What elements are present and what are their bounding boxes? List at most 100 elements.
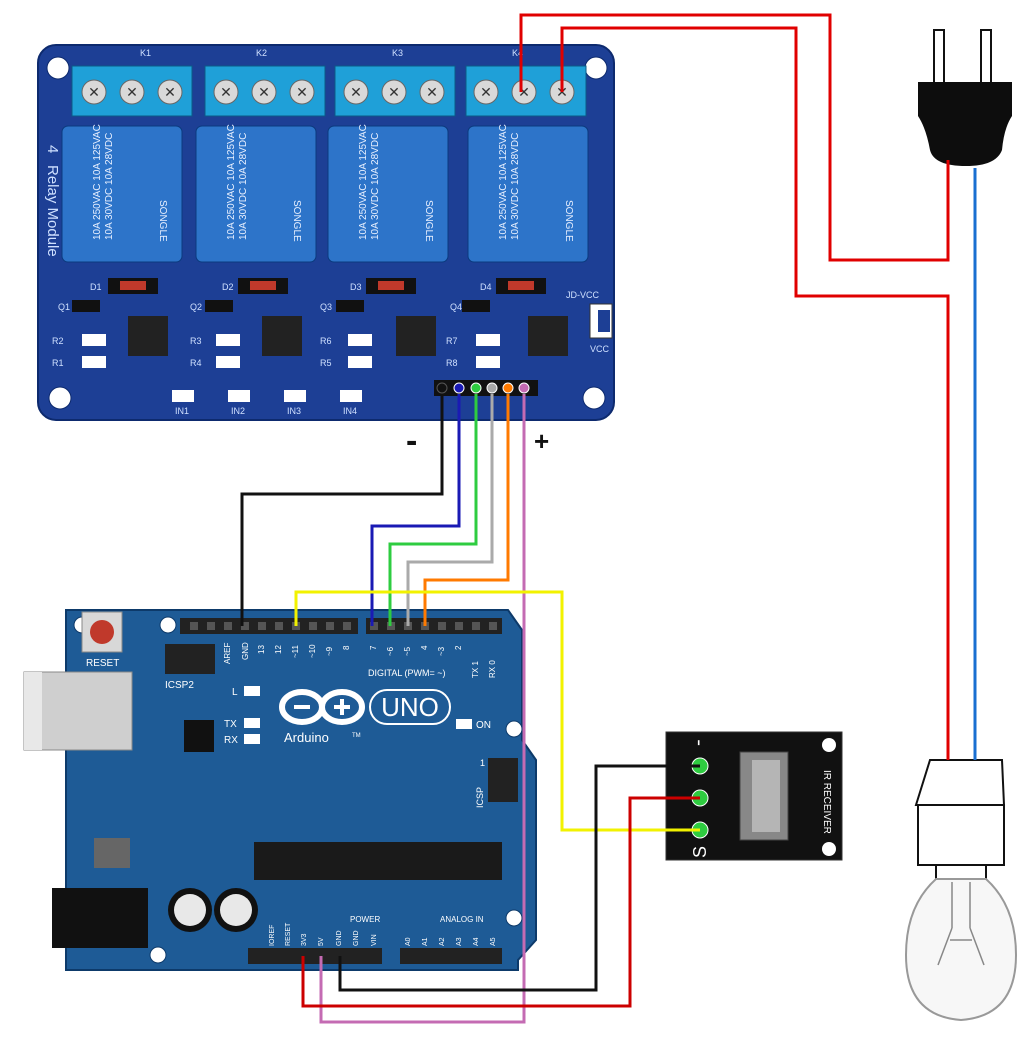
optocoupler [262,316,302,356]
plus-label: + [534,426,549,456]
optocoupler [528,316,568,356]
relay-spec: 10A 30VDC 10A 28VDC [510,133,521,240]
header-pin-in1[interactable] [453,382,465,394]
digital-header-right [366,618,502,634]
relay-label-k2: K2 [256,48,267,58]
indicator-led [340,390,362,402]
resistor-label: R6 [320,336,332,346]
relay-body [467,125,589,263]
pin-label: IOREF [269,925,276,946]
pin-label: A2 [439,937,446,946]
tm-label: TM [352,733,361,739]
relay-spec: 10A 250VAC 10A 125VAC [92,124,103,240]
minus-label: - [406,422,417,460]
led-label: TX [224,719,237,730]
header-pin-in4[interactable] [502,382,514,394]
analog-header [400,948,502,964]
chip-small [184,720,214,752]
header-pin-gnd[interactable] [436,382,448,394]
input-label-in4: IN4 [343,406,357,416]
pin-label: 8 [342,645,351,650]
header-pin-in2[interactable] [470,382,482,394]
power-label: POWER [350,915,380,924]
relay-label-k4: K4 [512,48,523,58]
jumper-block[interactable]: JD-VCC VCC [566,290,613,354]
icsp-header [488,758,518,802]
wire-relay-vcc [319,394,526,1024]
transistor-label: Q4 [450,302,462,312]
relay-brand: SONGLE [291,200,302,242]
arduino-board: RESET ICSP2 AREF GND 13 12 ~11 ~10 ~9 8 … [23,609,537,971]
reset-label: RESET [86,658,119,669]
svg-text:✕: ✕ [88,86,100,101]
svg-text:✕: ✕ [350,86,362,101]
relay-body [327,125,449,263]
resistor-label: R1 [52,358,64,368]
relay-spec: 10A 250VAC 10A 125VAC [358,124,369,240]
header-pin-vcc[interactable] [518,382,530,394]
relay-brand: SONGLE [157,200,168,242]
indicator-led [284,390,306,402]
relay-spec: 10A 30VDC 10A 28VDC [370,133,381,240]
screw-terminal [119,79,145,105]
pin-label: GND [336,930,343,946]
reset-button[interactable] [81,611,123,653]
relay-channel-2: K2 ✕ ✕ ✕ 10A 250VAC 10A 125VAC 10A 30VDC… [190,48,326,416]
relay-spec: 10A 250VAC 10A 125VAC [226,124,237,240]
pin-label: ~5 [403,646,412,656]
relay-module: 4 Relay Module K1 ✕ ✕ ✕ 10A 250VAC 10A 1… [37,44,615,460]
relay-spec: 10A 30VDC 10A 28VDC [238,133,249,240]
jumper-label-jdvcc: JD-VCC [566,290,599,300]
diode-label: D1 [90,282,102,292]
diode-label: D2 [222,282,234,292]
pin-label: GND [353,930,360,946]
pin-label: ~11 [291,644,300,658]
wire-ir-signal [294,590,700,832]
model-label: UNO [381,692,439,722]
relay-label-k3: K3 [392,48,403,58]
transistor-label: Q2 [190,302,202,312]
pin-label: ~10 [308,644,317,658]
led-on [456,719,472,729]
pin-label: VIN [371,934,378,946]
wire-mains-relay-common [519,13,950,262]
led-label: RX [224,735,238,746]
optocoupler [396,316,436,356]
pin-label: ~3 [437,646,446,656]
screw-terminal [157,79,183,105]
wire-relay-gnd [240,394,444,626]
pin-label: 3V3 [301,933,308,946]
diode-label: D3 [350,282,362,292]
header-pin-in3[interactable] [486,382,498,394]
indicator-led [172,390,194,402]
microcontroller [254,842,502,880]
optocoupler [128,316,168,356]
wires [240,13,977,1024]
resistor-label: R3 [190,336,202,346]
icsp2-header [165,644,215,674]
transistor-label: Q3 [320,302,332,312]
power-jack [52,888,148,948]
pin-label: A0 [405,937,412,946]
plug [918,29,1012,166]
light-bulb [904,759,1018,1022]
relay-label-k1: K1 [140,48,151,58]
pin-label: 4 [420,645,429,650]
digital-pins [190,622,497,630]
svg-text:✕: ✕ [556,86,568,101]
input-label-in3: IN3 [287,406,301,416]
relay-spec: 10A 30VDC 10A 28VDC [104,133,115,240]
indicator-led [228,390,250,402]
module-title-number: 4 [44,145,61,153]
relay-channel-4: K4 ✕ ✕ ✕ 10A 250VAC 10A 125VAC 10A 30VDC… [340,48,589,416]
wire-relay-in1 [370,394,461,626]
wire-relay-in3 [406,394,494,626]
arduino-logo-icon [279,689,365,725]
pin-label: A5 [490,937,497,946]
svg-text:✕: ✕ [258,86,270,101]
digital-label: DIGITAL (PWM= ~) [368,668,446,678]
svg-text:✕: ✕ [426,86,438,101]
relay-channel-3: K3 ✕ ✕ ✕ 10A 250VAC 10A 125VAC 10A 30VDC… [284,48,456,416]
relay-brand: SONGLE [563,200,574,242]
